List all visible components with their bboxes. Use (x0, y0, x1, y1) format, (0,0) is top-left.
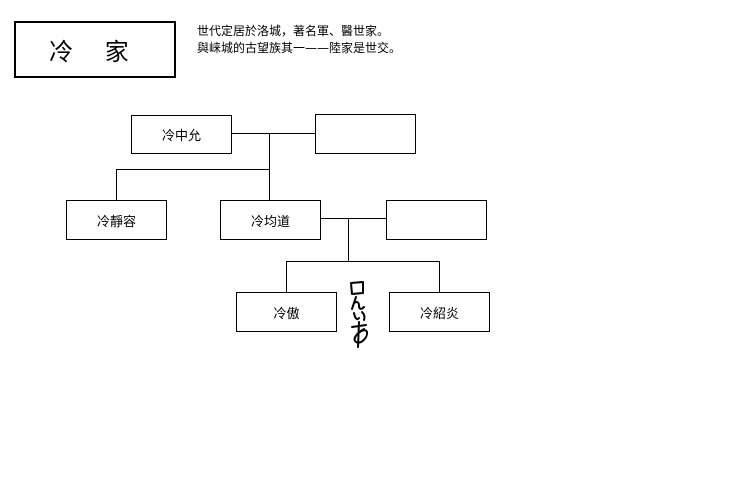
person-name: 冷均道 (250, 214, 290, 230)
connector (116, 169, 117, 201)
family-title-box: 冷 家 (14, 21, 176, 78)
connector (286, 261, 287, 293)
person-node: 冷靜容 (66, 200, 167, 240)
person-node: 冷傲 (236, 292, 337, 332)
person-name: 冷傲 (273, 306, 300, 322)
connector (269, 133, 270, 200)
description-line-1: 世代定居於洛城，著名軍、醫世家。 (197, 24, 390, 38)
description-line-2: 與崃城的古望族其一——陸家是世交。 (197, 41, 402, 55)
connector (439, 261, 440, 293)
person-name: 冷中允 (161, 129, 201, 144)
connector (116, 169, 270, 170)
family-description: 世代定居於洛城，著名軍、醫世家。 與崃城的古望族其一——陸家是世交。 (197, 23, 401, 57)
connector (320, 218, 387, 219)
person-name: 冷靜容 (96, 214, 136, 230)
person-node: 冷中允 (131, 115, 232, 154)
person-node: 冷均道 (220, 200, 321, 240)
person-node-empty (386, 200, 487, 240)
person-name: 冷紹炎 (419, 306, 459, 322)
person-node-empty (315, 114, 416, 154)
family-title: 冷 家 (49, 38, 141, 66)
connector (286, 261, 440, 262)
connector (348, 218, 349, 261)
person-node: 冷紹炎 (389, 292, 490, 332)
connector (231, 133, 316, 134)
